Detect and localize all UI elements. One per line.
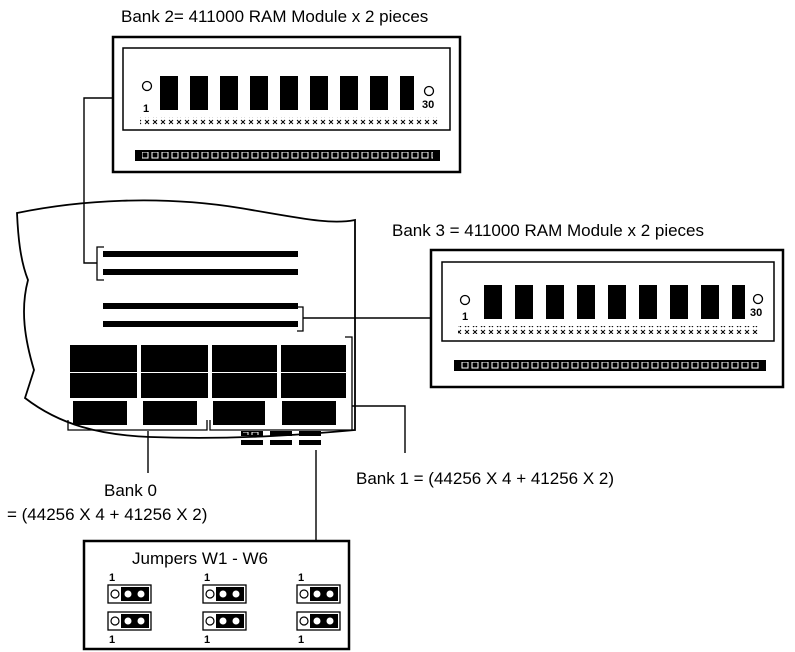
bank2-chips xyxy=(160,76,414,110)
bank3-pin-last: 30 xyxy=(750,307,762,319)
bank3-chips xyxy=(484,285,745,319)
svg-text:1: 1 xyxy=(298,572,304,584)
bank2-label: Bank 2= 411000 RAM Module x 2 pieces xyxy=(121,7,428,26)
board-jumper-blocks xyxy=(241,431,321,445)
jumpers-title: Jumpers W1 - W6 xyxy=(132,549,268,568)
svg-text:1: 1 xyxy=(298,634,304,646)
motherboard-section xyxy=(16,199,356,445)
bank3-label: Bank 3 = 411000 RAM Module x 2 pieces xyxy=(392,221,704,240)
dram-chips xyxy=(70,345,346,425)
jumper-group-3: 1 1 xyxy=(296,572,341,646)
jumper-group-2: 1 1 xyxy=(202,572,247,646)
bank3-pin-first: 1 xyxy=(462,311,468,323)
bank2-pin-first: 1 xyxy=(143,103,149,115)
bank2-pin-last: 30 xyxy=(422,99,434,111)
bank0-label: Bank 0 xyxy=(104,481,157,500)
bank0-formula: = (44256 X 4 + 41256 X 2) xyxy=(7,505,207,524)
jumper-group-1: 1 1 xyxy=(107,572,152,646)
bank2-ram-module: 1 30 xyxy=(111,35,462,174)
bank3-ram-module: 1 30 xyxy=(429,248,785,389)
jumpers-panel: Jumpers W1 - W6 1 1 1 xyxy=(82,539,351,651)
leader-lines xyxy=(83,97,431,541)
simm-slots xyxy=(96,246,304,332)
bank1-label: Bank 1 = (44256 X 4 + 41256 X 2) xyxy=(356,469,614,488)
svg-text:1: 1 xyxy=(204,634,210,646)
svg-text:1: 1 xyxy=(109,572,115,584)
svg-text:1: 1 xyxy=(204,572,210,584)
svg-text:1: 1 xyxy=(109,634,115,646)
